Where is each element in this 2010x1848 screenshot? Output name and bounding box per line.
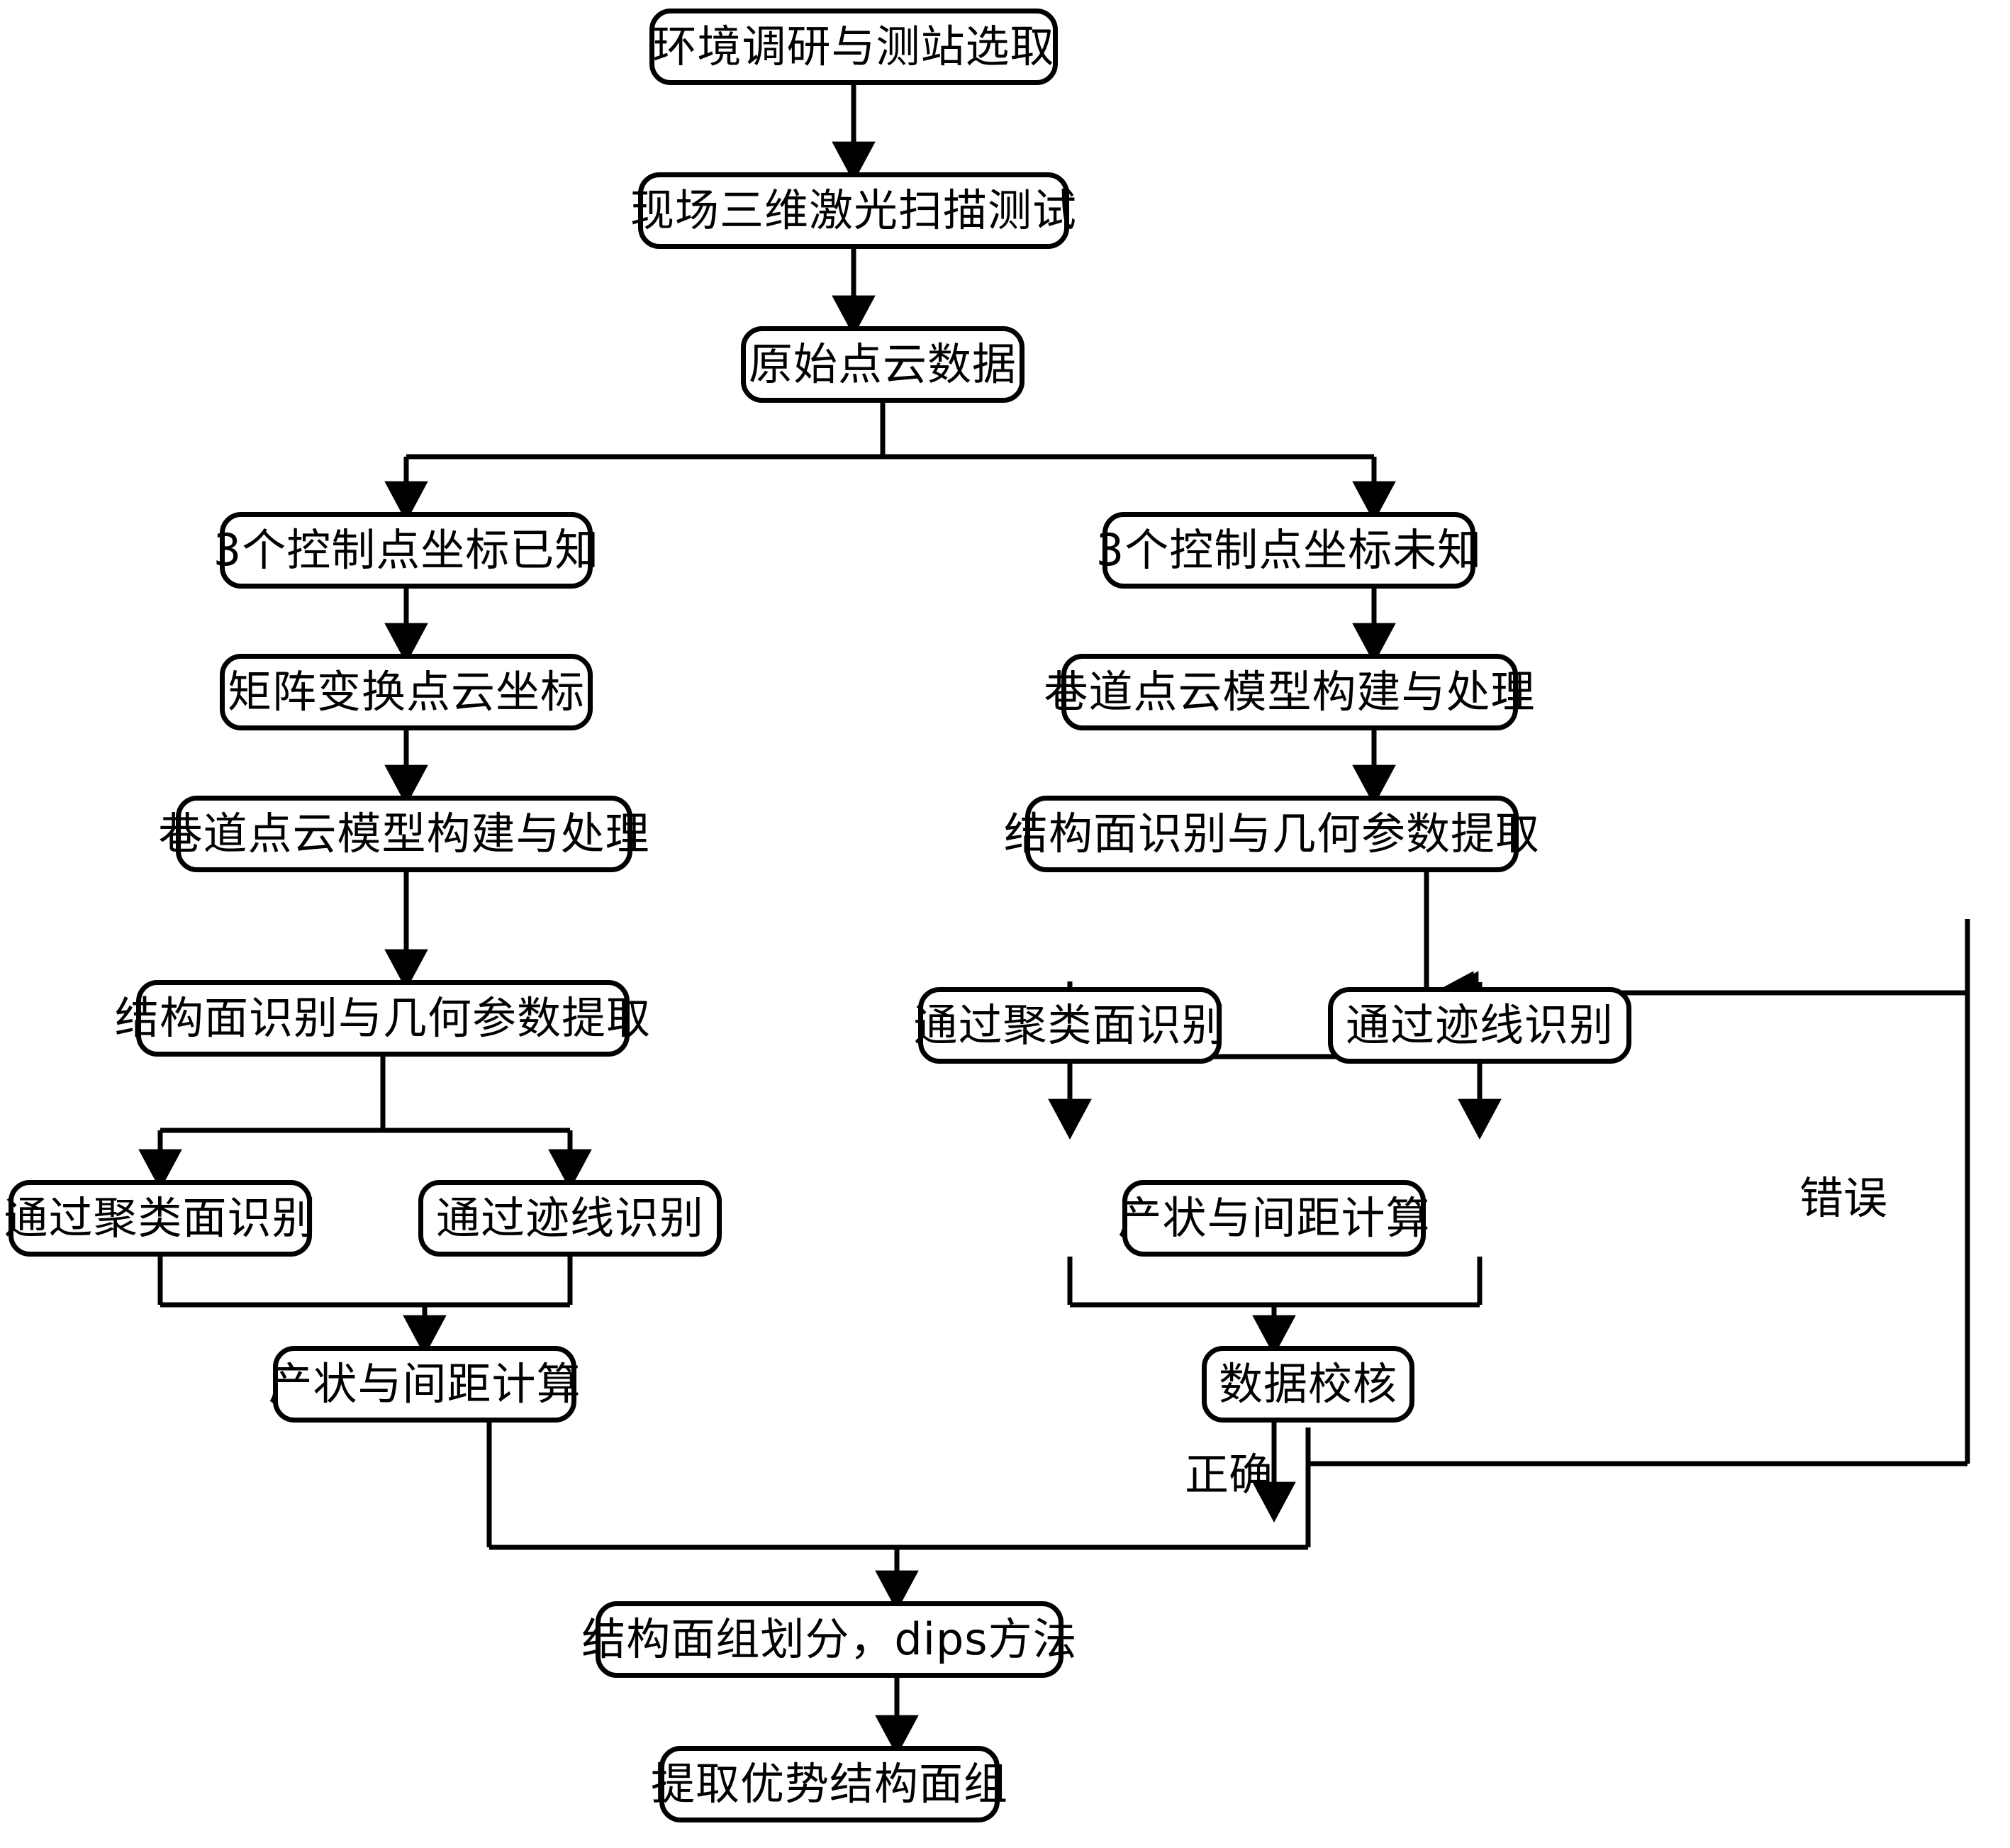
node-label: 产状与间距计算	[268, 1358, 581, 1410]
node-orientation-spacing-left[interactable]: 产状与间距计算	[269, 1346, 581, 1423]
node-trace-line-recognition-right[interactable]: 通过迹线识别	[1328, 987, 1631, 1064]
node-label: 巷道点云模型构建与处理	[158, 808, 650, 860]
node-label: 3个控制点坐标已知	[213, 524, 600, 577]
node-matrix-transform-coords[interactable]: 矩阵变换点云坐标	[220, 654, 593, 730]
node-label: 通过聚类面识别	[4, 1192, 317, 1245]
node-trace-line-recognition-left[interactable]: 通过迹线识别	[418, 1180, 722, 1257]
node-structural-plane-extract-left[interactable]: 结构面识别与几何参数提取	[115, 980, 650, 1057]
edge-label-text: 正确	[1184, 1449, 1273, 1501]
node-cluster-plane-recognition-left[interactable]: 通过聚类面识别	[4, 1180, 316, 1257]
node-label: 结构面识别与几何参数提取	[1004, 808, 1541, 860]
node-label: 通过迹线识别	[1345, 999, 1614, 1052]
node-label: 3个控制点坐标未知	[1095, 524, 1483, 577]
node-tunnel-model-build-right[interactable]: 巷道点云模型构建与处理	[1044, 654, 1535, 730]
node-label: 原始点云数据	[748, 338, 1017, 391]
node-data-verification[interactable]: 数据校核	[1202, 1346, 1414, 1423]
node-label: 通过聚类面识别	[913, 999, 1227, 1052]
edge-label-correct: 正确	[1185, 1453, 1273, 1497]
node-extract-dominant-groups[interactable]: 提取优势结构面组	[651, 1746, 1007, 1822]
node-label: 矩阵变换点云坐标	[227, 666, 585, 718]
node-label: 提取优势结构面组	[651, 1758, 1009, 1810]
node-cluster-plane-recognition-right[interactable]: 通过聚类面识别	[914, 987, 1226, 1064]
node-raw-point-cloud-data[interactable]: 原始点云数据	[741, 326, 1024, 403]
node-label: 环境调研与测站选取	[652, 21, 1055, 73]
node-structural-plane-extract-right[interactable]: 结构面识别与几何参数提取	[1004, 796, 1539, 872]
node-label: 产状与间距计算	[1117, 1192, 1431, 1245]
node-label: 数据校核	[1218, 1358, 1397, 1410]
node-control-points-unknown[interactable]: 3个控制点坐标未知	[1096, 512, 1481, 589]
node-label: 通过迹线识别	[435, 1192, 704, 1245]
node-plane-group-dips[interactable]: 结构面组划分，dips方法	[581, 1601, 1077, 1678]
node-label: 现场三维激光扫描测试	[630, 184, 1078, 237]
edge-label-text: 错误	[1799, 1172, 1888, 1224]
node-label: 结构面组划分，dips方法	[581, 1613, 1078, 1666]
node-orientation-spacing-right[interactable]: 产状与间距计算	[1118, 1180, 1430, 1257]
node-field-3d-laser-scan-test[interactable]: 现场三维激光扫描测试	[630, 172, 1076, 249]
node-label: 结构面识别与几何参数提取	[115, 992, 652, 1045]
node-label: 巷道点云模型构建与处理	[1044, 666, 1536, 718]
node-tunnel-model-build-left[interactable]: 巷道点云模型构建与处理	[159, 796, 649, 872]
node-environment-survey[interactable]: 环境调研与测站选取	[649, 9, 1058, 85]
edge-label-error: 错误	[1799, 1176, 1887, 1220]
node-control-points-known[interactable]: 3个控制点坐标已知	[213, 512, 598, 589]
